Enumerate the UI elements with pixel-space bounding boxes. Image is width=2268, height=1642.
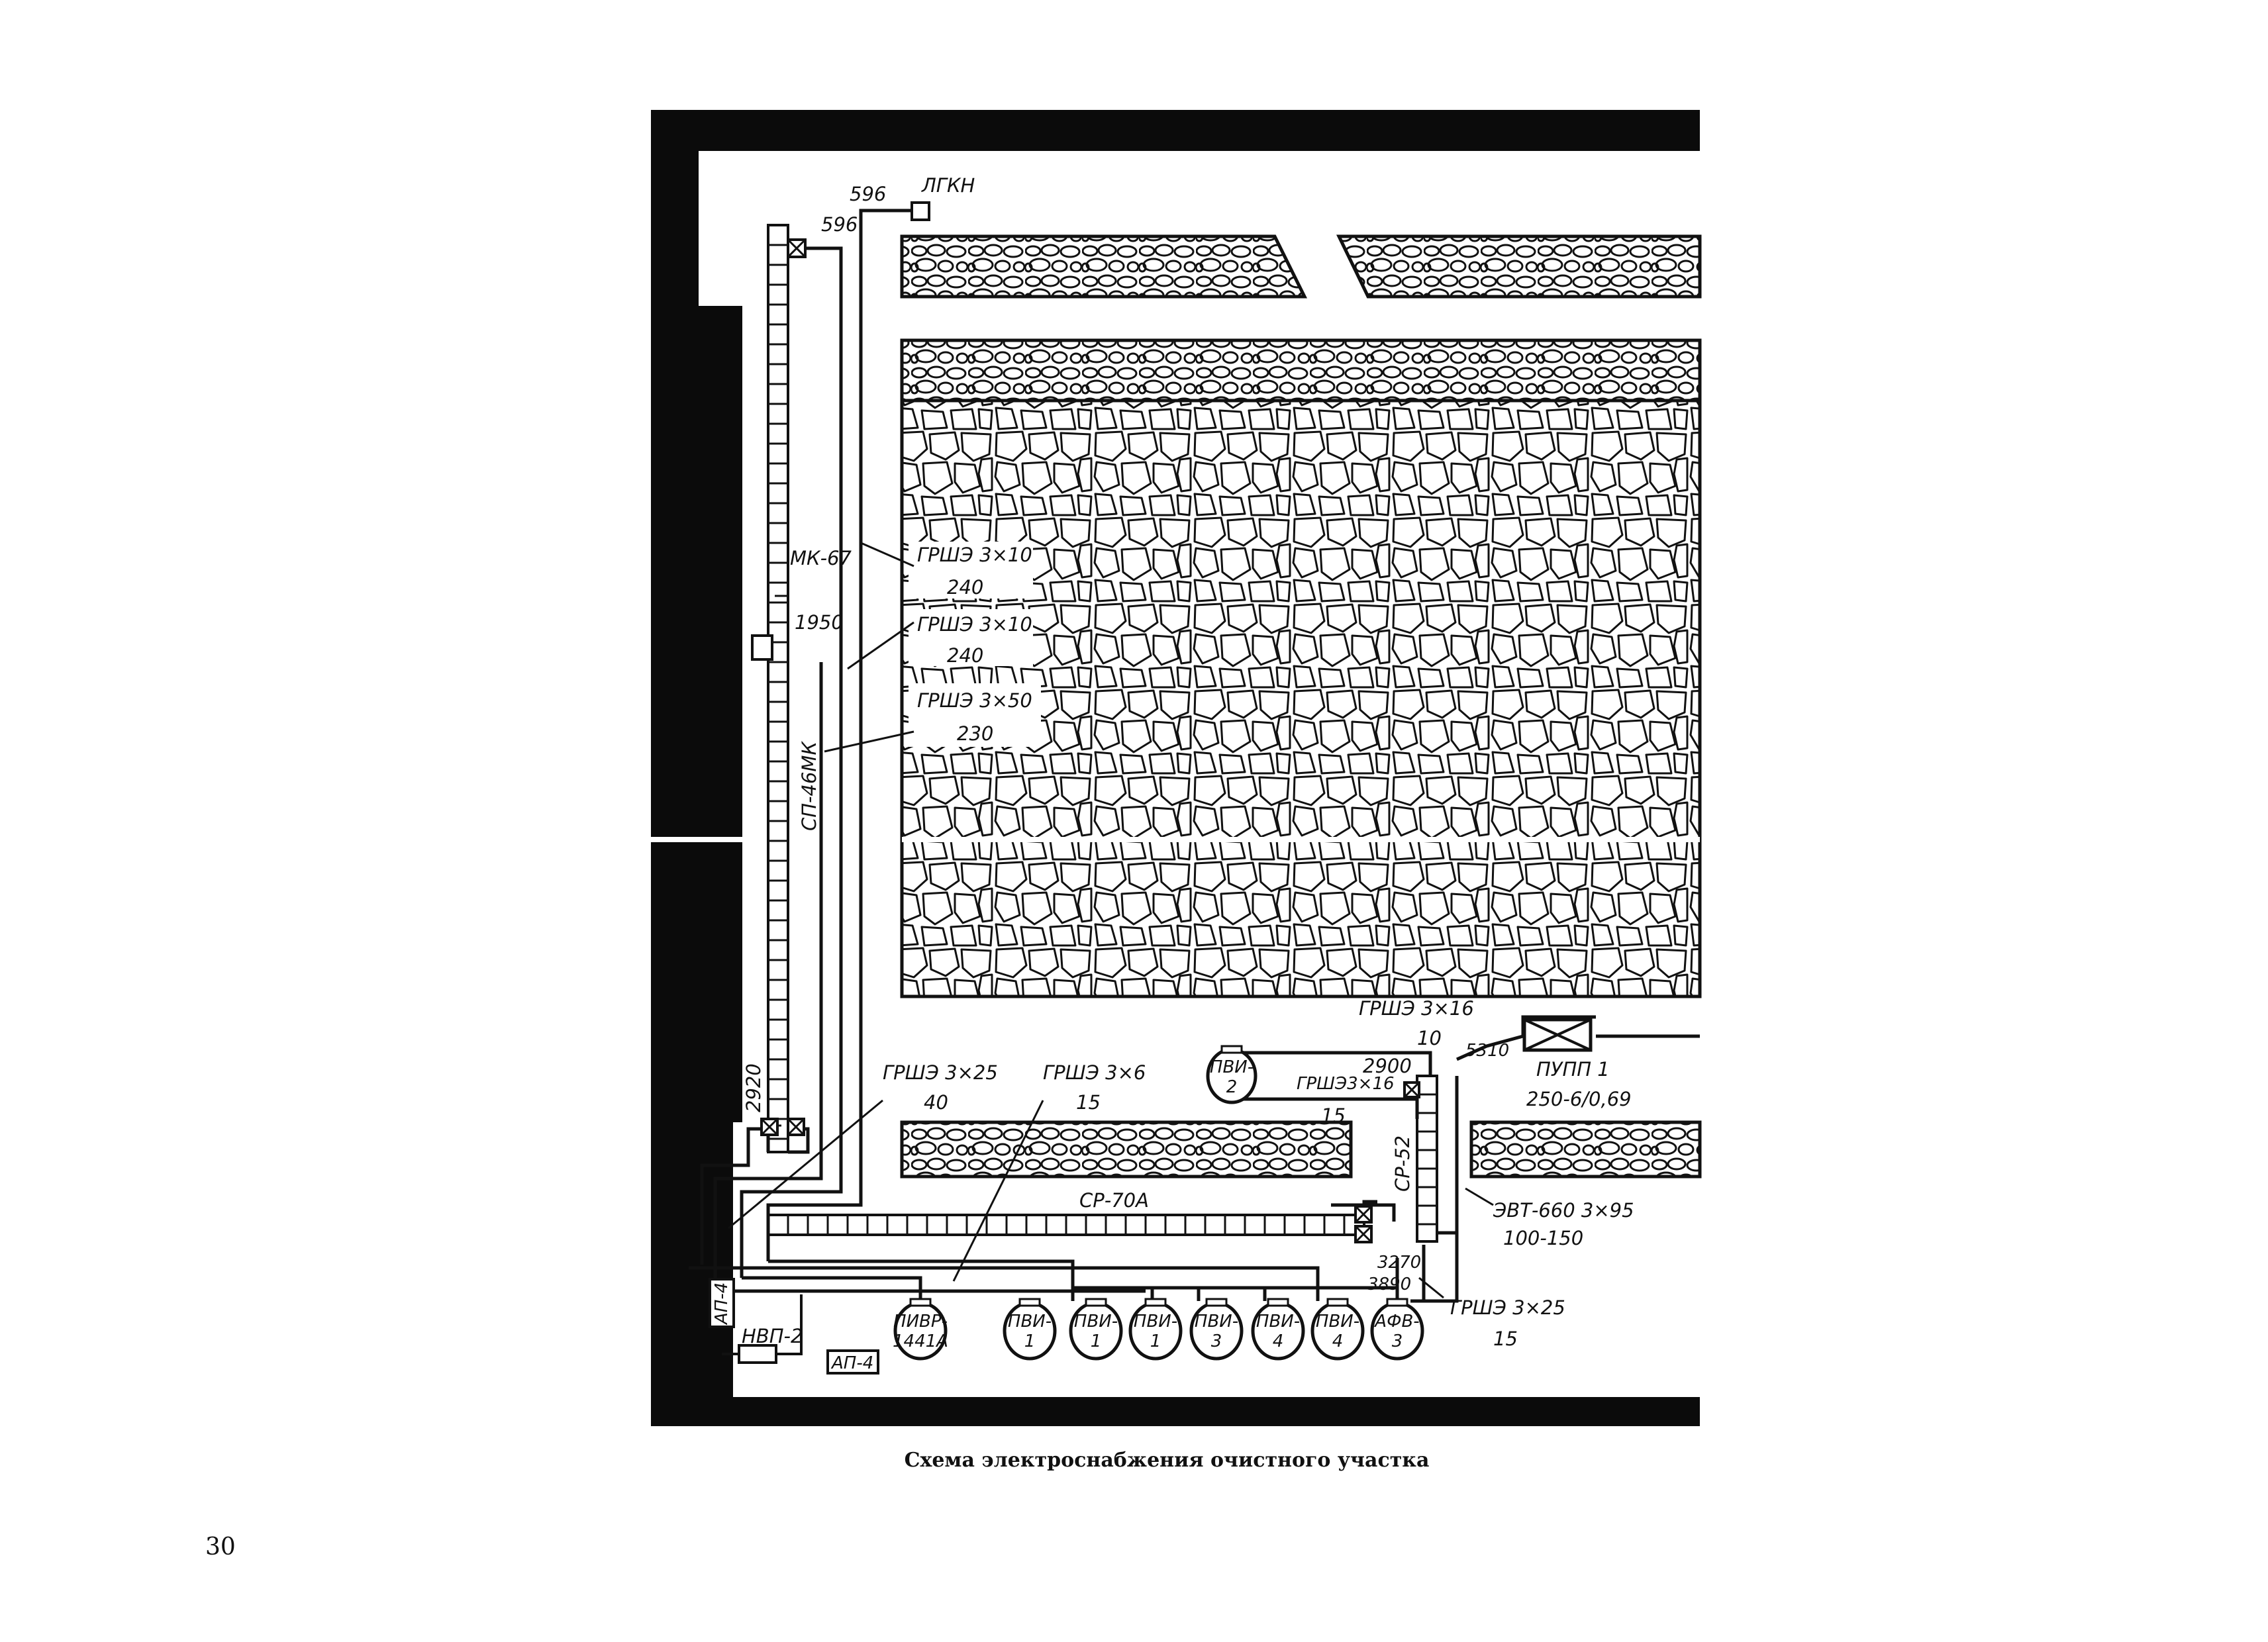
label-mask-1	[909, 542, 1033, 599]
device-2: ПВИ- 1	[1069, 1298, 1123, 1361]
cable-5-len: 15	[1076, 1091, 1101, 1114]
device-pvi-2: ПВИ- 2	[1206, 1045, 1257, 1104]
label-dist-3890: 3890	[1367, 1275, 1411, 1294]
device-5-line1: ПВИ-	[1256, 1312, 1300, 1331]
cable-9-len: 15	[1493, 1328, 1518, 1350]
nvp2-box	[738, 1344, 777, 1364]
label-dist-5310: 5310	[1465, 1041, 1509, 1061]
device-pvi-2-line2: 2	[1226, 1077, 1238, 1097]
device-2-line1: ПВИ-	[1074, 1312, 1118, 1331]
device-4-line1: ПВИ-	[1195, 1312, 1238, 1331]
device-1-line2: 1	[1024, 1331, 1036, 1351]
cable-4-spec: ГРШЭ 3×25	[883, 1061, 998, 1084]
ap4-box-bottom	[826, 1349, 879, 1375]
cable-7-spec: ГРШЭ3×16	[1297, 1074, 1395, 1094]
label-dist-3270: 3270	[1377, 1253, 1421, 1273]
rock-band-bottom-left	[900, 1120, 1353, 1179]
label-mask-2	[909, 609, 1033, 666]
rock-band-bottom-right	[1469, 1120, 1702, 1179]
device-6-line1: ПВИ-	[1316, 1312, 1359, 1331]
cable-3-spec: ГРШЭ 3×50	[917, 689, 1032, 712]
cable-1-spec: ГРШЭ 3×10	[917, 544, 1032, 566]
conveyor-sr70a-rungs	[787, 1215, 1346, 1235]
figure-caption: Схема электроснабжения очистного участка	[905, 1449, 1430, 1472]
device-6-line2: 4	[1332, 1331, 1344, 1351]
conveyor-sp46mk	[767, 224, 789, 1153]
cable-5-spec: ГРШЭ 3×6	[1043, 1061, 1146, 1084]
device-3: ПВИ- 1	[1128, 1298, 1183, 1361]
label-lgkn: ЛГКН	[921, 174, 975, 197]
label-pupp-rating: 250-6/0,69	[1526, 1088, 1632, 1110]
device-3-line2: 1	[1150, 1331, 1161, 1351]
cable-8-spec: ЭВТ-660 3×95	[1493, 1199, 1634, 1222]
cable-7-len: 15	[1321, 1104, 1346, 1127]
left-notch	[699, 306, 742, 1122]
device-2-line2: 1	[1091, 1331, 1102, 1351]
switch-bottom-1-cross	[760, 1118, 779, 1136]
label-dist-596-top: 596	[850, 183, 886, 205]
cable-6-spec: ГРШЭ 3×16	[1359, 997, 1474, 1020]
label-sr70a: СР-70А	[1079, 1189, 1149, 1212]
device-6: ПВИ- 4	[1310, 1298, 1365, 1361]
cable-3-len: 230	[957, 722, 993, 745]
device-7-line1: АФВ-	[1373, 1312, 1419, 1331]
switch-3890-cross	[1354, 1225, 1373, 1243]
label-pupp-name: ПУПП 1	[1536, 1058, 1610, 1081]
rock-band-roof	[900, 338, 1702, 403]
device-0-line2: 1441А	[893, 1331, 948, 1351]
cable-8-len: 100-150	[1503, 1227, 1583, 1249]
device-5: ПВИ- 4	[1251, 1298, 1305, 1361]
switch-3270-cross	[1354, 1205, 1373, 1224]
page-number: 30	[205, 1533, 236, 1561]
switch-top-cross	[787, 238, 807, 258]
device-4: ПВИ- 3	[1189, 1298, 1244, 1361]
device-3-line1: ПВИ-	[1134, 1312, 1177, 1331]
switch-2900-cross	[1403, 1081, 1420, 1098]
conveyor-sp46mk-rungs	[768, 244, 788, 1140]
ap4-label-left: АП-4	[712, 1282, 732, 1326]
label-sr52: СР-52	[1391, 1135, 1414, 1192]
ap4-label-bottom: АП-4	[830, 1353, 873, 1373]
drive-mk67	[751, 634, 773, 661]
device-7-line2: 3	[1392, 1331, 1403, 1351]
label-sp46mk: СП-46МК	[798, 741, 820, 831]
cable-4-len: 40	[924, 1091, 948, 1114]
device-pvi-2-line1: ПВИ-	[1210, 1057, 1254, 1077]
lgkn-box	[911, 201, 930, 221]
ap4-box-left	[709, 1278, 735, 1328]
cable-6-len: 10	[1417, 1027, 1442, 1049]
device-4-line2: 3	[1211, 1331, 1222, 1351]
conveyor-sr52	[1416, 1075, 1438, 1243]
label-nvp2: НВП-2	[742, 1325, 803, 1347]
cable-9-spec: ГРШЭ 3×25	[1450, 1296, 1565, 1319]
cable-2-spec: ГРШЭ 3×10	[917, 613, 1032, 636]
cable-2-len: 240	[947, 644, 983, 667]
cable-1-len: 240	[947, 576, 983, 599]
device-5-line2: 4	[1273, 1331, 1284, 1351]
label-dist-1950: 1950	[795, 611, 844, 634]
label-dist-596: 596	[821, 213, 858, 236]
label-dist-2920: 2920	[742, 1063, 765, 1112]
label-mk67: МК-67	[790, 547, 852, 569]
label-dist-2900: 2900	[1363, 1055, 1412, 1077]
pupp-transformer-cross	[1524, 1018, 1591, 1051]
device-0-line1: ПИВР-	[893, 1312, 948, 1331]
device-0: ПИВР- 1441А	[893, 1298, 948, 1361]
device-1: ПВИ- 1	[1003, 1298, 1057, 1361]
label-mask-3	[909, 683, 1041, 747]
rock-band-top-left	[900, 234, 1308, 299]
seam-gap-mask	[902, 837, 1700, 842]
device-7: АФВ- 3	[1370, 1298, 1424, 1361]
device-1-line1: ПВИ-	[1008, 1312, 1052, 1331]
switch-bottom-2-cross	[787, 1118, 805, 1136]
nvp2-leads	[722, 1294, 803, 1355]
rock-band-top-right	[1336, 234, 1702, 299]
